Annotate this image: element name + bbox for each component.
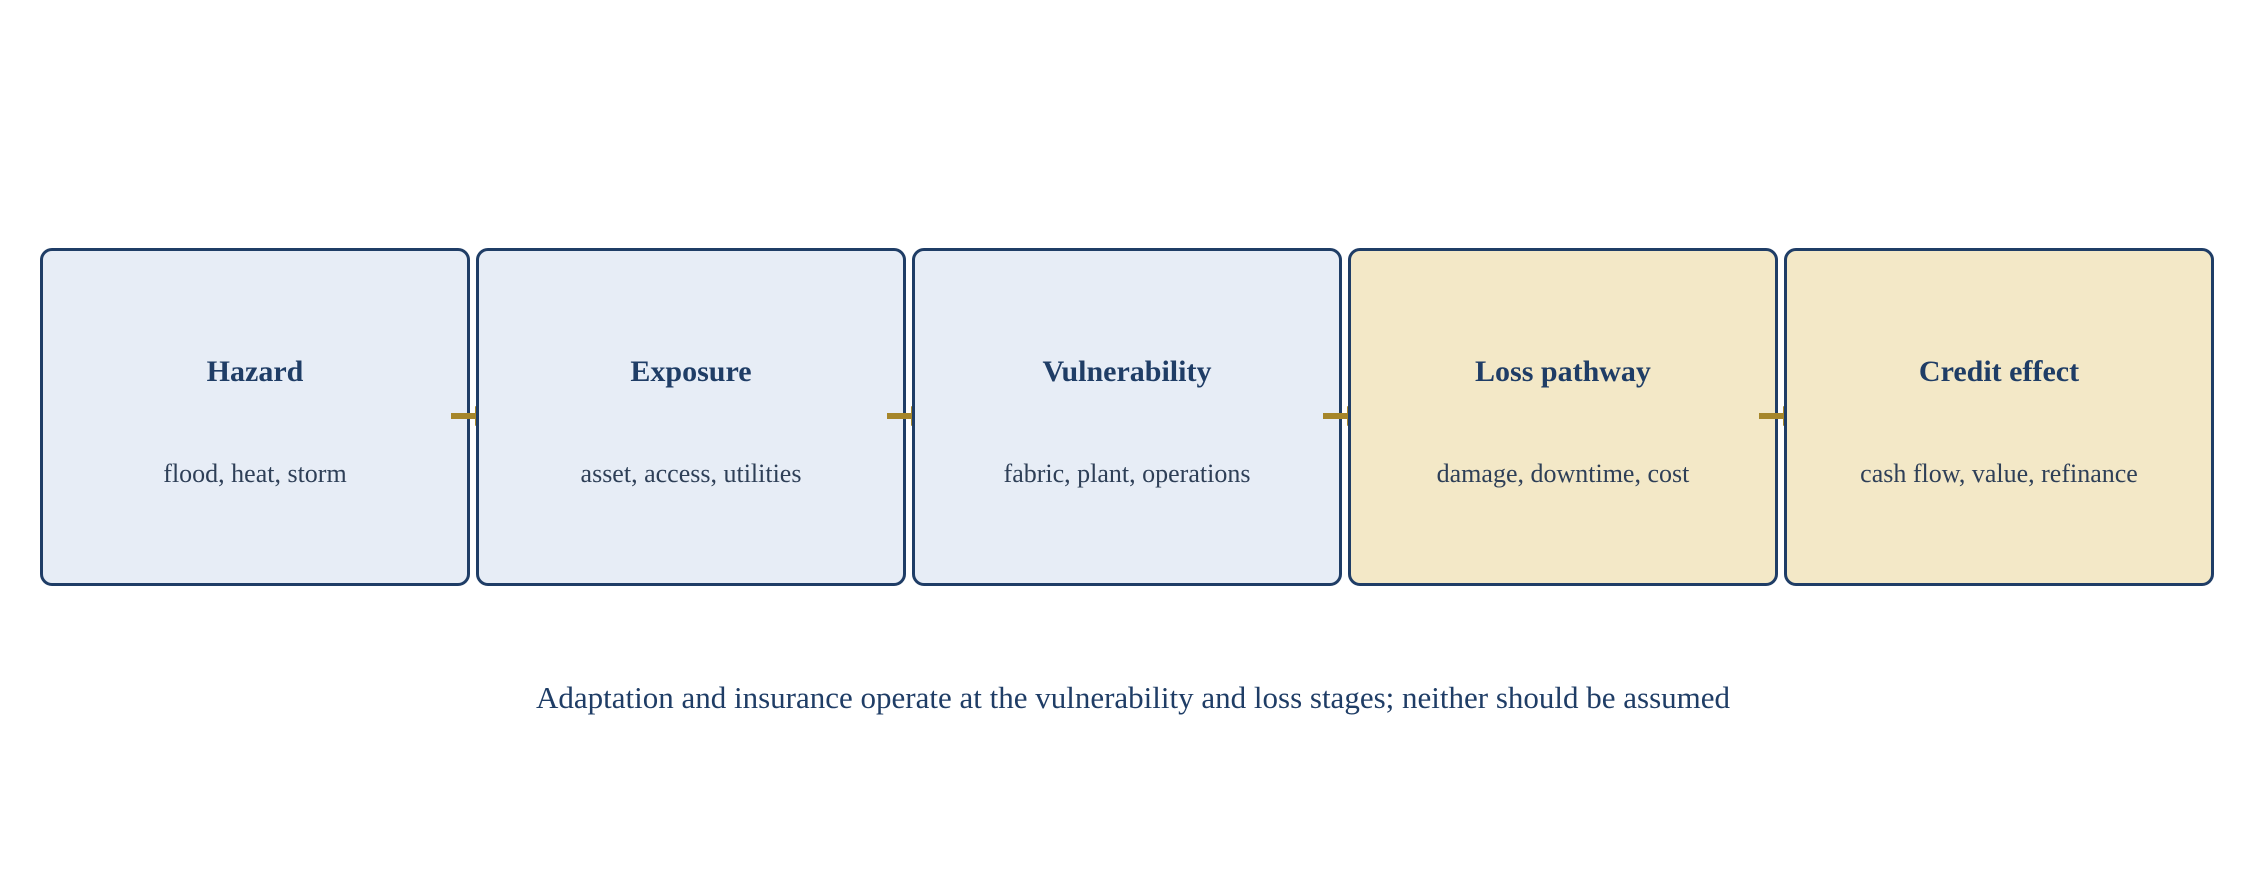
stage-title: Vulnerability [1042,355,1212,388]
stage-subtitle: fabric, plant, operations [1003,459,1251,488]
stage-exposure: Exposure asset, access, utilities [476,248,906,586]
stage-subtitle: flood, heat, storm [163,459,347,488]
stage-vulnerability: Vulnerability fabric, plant, operations [912,248,1342,586]
stage-credit-effect: Credit effect cash flow, value, refinanc… [1784,248,2214,586]
stage-hazard: Hazard flood, heat, storm [40,248,470,586]
diagram-caption: Adaptation and insurance operate at the … [535,680,1731,715]
stage-title: Credit effect [1918,355,2080,388]
stage-title: Exposure [630,355,752,388]
stage-subtitle: damage, downtime, cost [1436,459,1690,488]
stage-title: Loss pathway [1475,355,1651,388]
stage-subtitle: cash flow, value, refinance [1860,459,2138,488]
stage-title: Hazard [206,355,304,388]
stage-loss-pathway: Loss pathway damage, downtime, cost [1348,248,1778,586]
stage-subtitle: asset, access, utilities [580,459,802,488]
